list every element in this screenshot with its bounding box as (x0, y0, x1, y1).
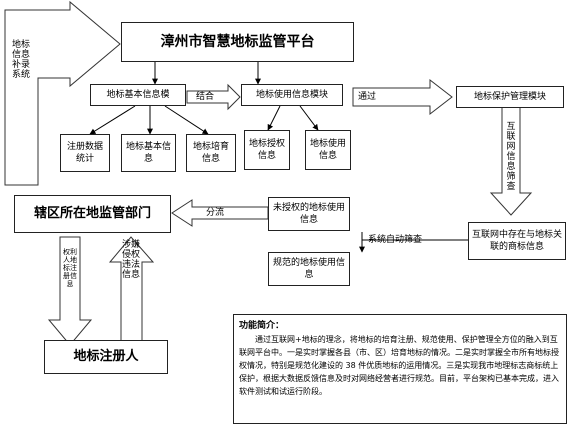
feature-intro-title: 功能简介： (239, 321, 285, 331)
arrow-usage-to-sub2 (299, 105, 319, 131)
hollow-arrow-infringe (108, 236, 155, 347)
arrow-basic-to-sub1 (89, 105, 136, 135)
internet-screening-label: 互联网信息筛查 (506, 122, 516, 192)
protection-module: 地标保护管理模块 (456, 86, 564, 108)
diversion-label: 分流 (206, 208, 225, 218)
hollow-arrow-input (4, 0, 121, 186)
authorization-info-box: 地标授权信息 (244, 130, 290, 170)
arrow-usage-to-sub1 (267, 105, 281, 131)
usage-info-module: 地标使用信息模块 (241, 84, 343, 106)
feature-intro-panel: 功能简介： 通过互联网+地标的理念，将地标的培育注册、规范使用、保护管理全方位的… (233, 314, 567, 424)
unauthorized-usage-box: 未授权的地标使用信息 (268, 197, 350, 231)
feature-intro-body: 通过互联网+地标的理念，将地标的培育注册、规范使用、保护管理全方位的融入到互联网… (239, 335, 559, 396)
hollow-arrow-owner (47, 236, 93, 346)
supplement-system-label: 地标信息补录系统 (11, 40, 30, 80)
hollow-arrow-diversion (171, 199, 269, 227)
registrant-box: 地标注册人 (44, 340, 168, 374)
usage-info-box: 地标使用信息 (305, 130, 351, 170)
hollow-arrow-combine (186, 83, 241, 111)
hollow-arrow-screening (489, 106, 533, 216)
basic-info-module: 地标基本信息模 (90, 84, 186, 106)
trademark-info-box: 互联网中存在与地标关联的商标信息 (468, 222, 566, 260)
cultivation-info-box: 地标培育信息 (186, 134, 236, 172)
arrow-basic-to-sub3 (164, 105, 209, 135)
infringement-info-label: 涉嫌侵权违法信息 (122, 240, 141, 280)
hollow-arrow-through (352, 78, 453, 116)
registration-stats-box: 注册数据统计 (60, 134, 110, 172)
combine-label: 结合 (196, 92, 215, 102)
basic-info-box: 地标基本信息 (121, 134, 176, 172)
owner-registration-info-label: 权利人地标注册信息 (63, 248, 77, 288)
platform-title: 漳州市智慧地标监管平台 (121, 22, 354, 62)
supervision-dept-box: 辖区所在地监管部门 (14, 195, 171, 233)
regulated-usage-box: 规范的地标使用信息 (268, 252, 350, 286)
auto-screening-label: 系统自动筛查 (368, 235, 423, 245)
through-label: 通过 (358, 92, 377, 102)
